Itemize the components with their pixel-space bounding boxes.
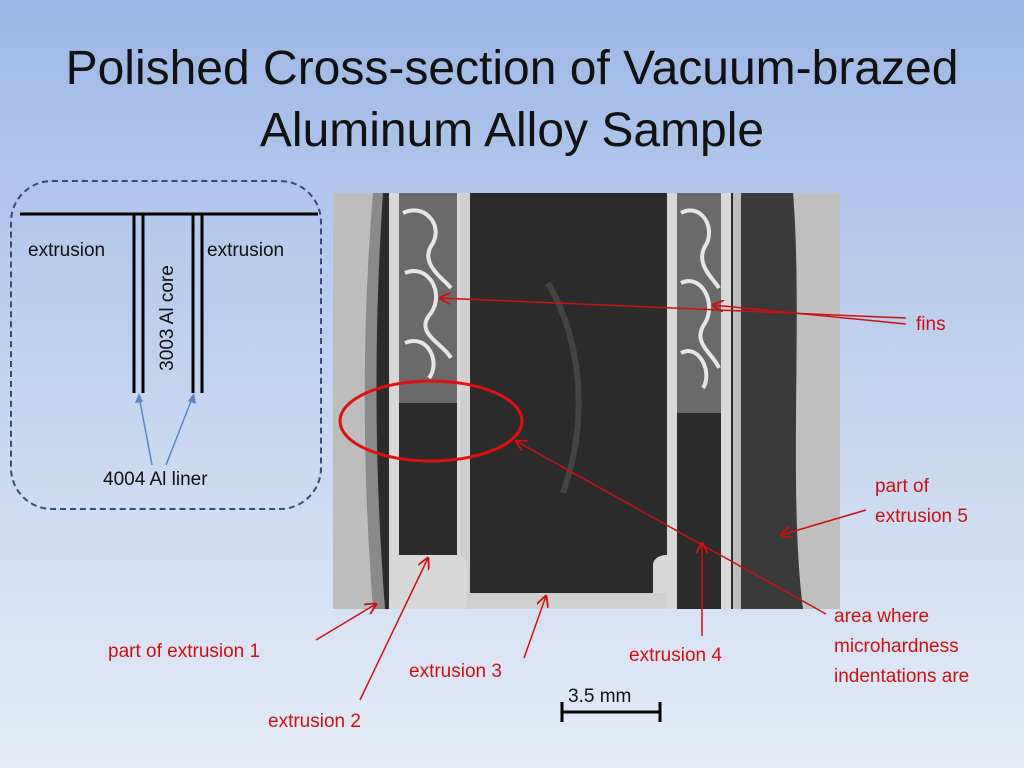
liner-arrowhead-right — [188, 393, 196, 404]
extrusion-2-arrow — [359, 558, 428, 701]
slide-title-line-1: Polished Cross-section of Vacuum-brazed — [65, 42, 959, 95]
diagram-label-extrusion-left: extrusion — [28, 240, 106, 261]
label-indentation-area: area where microhardness indentations ar… — [834, 602, 969, 692]
slide-title: Polished Cross-section of Vacuum-brazed … — [0, 38, 1024, 162]
fins-arrow-left — [440, 298, 907, 319]
label-fins: fins — [916, 314, 946, 335]
slide-title-line-2: Aluminum Alloy Sample — [259, 104, 765, 157]
label-indentation-area-line-3: indentations are — [834, 666, 970, 687]
label-part-of-extrusion-5: part of extrusion 5 — [875, 472, 968, 532]
label-extrusion-2: extrusion 2 — [268, 711, 361, 732]
indentation-area-circle — [338, 379, 524, 463]
label-extrusion-3: extrusion 3 — [409, 661, 502, 682]
extrusion-3-arrow — [523, 596, 546, 659]
liner-arrow-left — [138, 395, 153, 466]
schematic-diagram-frame — [10, 180, 322, 510]
label-indentation-area-line-2: microhardness — [834, 636, 959, 657]
label-part-of-extrusion-1: part of extrusion 1 — [108, 641, 261, 662]
label-part-of-extrusion-5-line-2: extrusion 5 — [875, 506, 968, 527]
diagram-label-liner: 4004 Al liner — [103, 469, 208, 490]
label-extrusion-4: extrusion 4 — [629, 645, 722, 666]
indentation-area-arrow — [516, 441, 827, 615]
liner-arrow-right — [165, 395, 194, 466]
diagram-label-extrusion-right: extrusion — [207, 240, 285, 261]
label-indentation-area-line-1: area where — [834, 606, 930, 627]
cross-section-micrograph — [333, 193, 840, 609]
fins-arrow-right — [713, 305, 907, 325]
liner-arrowhead-left — [135, 393, 143, 403]
micrograph-drawing — [333, 193, 840, 609]
extrusion-5-arrow — [781, 509, 867, 535]
label-part-of-extrusion-5-line-1: part of — [875, 476, 929, 497]
scale-bar-label: 3.5 mm — [568, 686, 632, 707]
extrusion-1-arrow — [315, 604, 376, 641]
